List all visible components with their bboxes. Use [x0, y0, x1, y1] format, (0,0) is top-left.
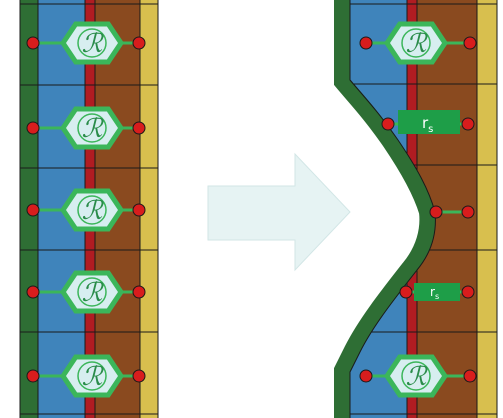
r-symbol-ring — [77, 195, 107, 225]
node — [463, 369, 477, 383]
r-symbol: ℛ — [82, 362, 105, 392]
node — [463, 36, 477, 50]
node — [26, 285, 40, 299]
hexagon — [59, 188, 125, 232]
node — [132, 36, 146, 50]
left-unit-2: ℛ — [26, 188, 146, 232]
r-symbol-ring — [77, 113, 107, 143]
r-symbol: ℛ — [82, 114, 105, 144]
rs-label-lower: rs — [414, 283, 460, 301]
node — [26, 36, 40, 50]
r-symbol-ring — [77, 28, 107, 58]
hexagon — [59, 21, 125, 65]
rs-label-sub: s — [435, 292, 439, 301]
node — [132, 121, 146, 135]
r-symbol-ring — [77, 361, 107, 391]
right-arrow-icon — [207, 152, 351, 272]
rs-label-sub: s — [428, 124, 433, 135]
r-symbol-ring — [77, 277, 107, 307]
left-unit-group: ℛ ℛ ℛ ℛ ℛ — [26, 21, 146, 398]
right-unit-group: ℛℛ — [359, 21, 477, 398]
node — [461, 285, 475, 299]
svg-text:rs: rs — [430, 285, 439, 301]
right-unit-1: ℛ — [359, 354, 477, 398]
hexagon — [59, 354, 125, 398]
left-unit-3: ℛ — [26, 270, 146, 314]
right-membrane-strip: ℛℛ rs rs — [334, 0, 498, 418]
node — [26, 203, 40, 217]
r-symbol: ℛ — [82, 196, 105, 226]
right-yellow-layer — [477, 0, 497, 418]
node — [399, 285, 413, 299]
r-symbol: ℛ — [406, 29, 429, 59]
r-symbol-ring — [401, 28, 431, 58]
hexagon — [383, 354, 449, 398]
node — [132, 369, 146, 383]
right-outer-layer — [334, 0, 436, 418]
hexagon — [59, 270, 125, 314]
rs-label-upper: rs — [398, 110, 460, 135]
node — [381, 117, 395, 131]
left-unit-1: ℛ — [26, 106, 146, 150]
r-symbol: ℛ — [82, 278, 105, 308]
node — [26, 121, 40, 135]
node — [26, 369, 40, 383]
node — [359, 36, 373, 50]
r-symbol: ℛ — [406, 362, 429, 392]
left-membrane-strip: ℛ ℛ ℛ ℛ ℛ — [19, 0, 159, 418]
hexagon — [383, 21, 449, 65]
rs-label-main: r — [430, 285, 435, 299]
node — [132, 285, 146, 299]
r-symbol-ring — [401, 361, 431, 391]
svg-text:rs: rs — [422, 114, 433, 135]
node — [461, 117, 475, 131]
right-unit-0: ℛ — [359, 21, 477, 65]
node — [132, 203, 146, 217]
r-symbol: ℛ — [82, 29, 105, 59]
left-yellow-layer — [140, 0, 158, 418]
hexagon — [59, 106, 125, 150]
node — [359, 369, 373, 383]
node — [429, 205, 443, 219]
left-unit-0: ℛ — [26, 21, 146, 65]
node — [461, 205, 475, 219]
left-unit-4: ℛ — [26, 354, 146, 398]
rs-label-main: r — [422, 114, 429, 132]
